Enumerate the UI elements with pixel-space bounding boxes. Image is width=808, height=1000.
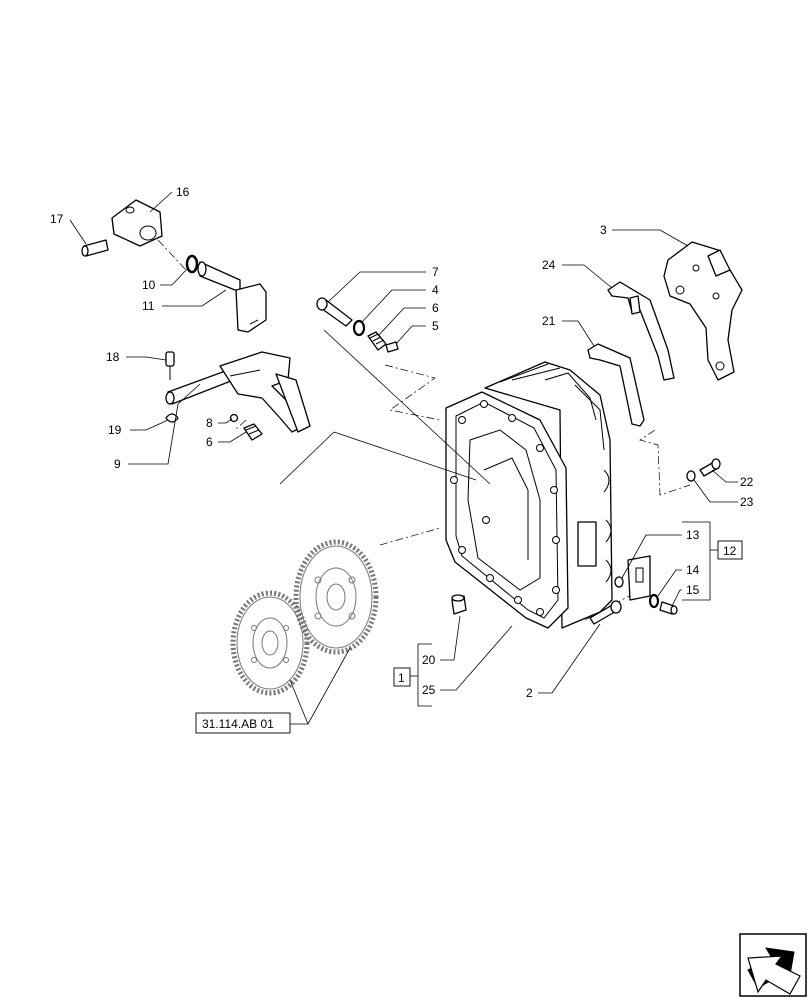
- callout-7: 7: [432, 265, 439, 279]
- part-14-ring: [648, 593, 660, 609]
- callout-16: 16: [176, 185, 190, 199]
- callout-13: 13: [686, 528, 700, 542]
- part-20-plug: [451, 594, 467, 615]
- gear-small: [230, 590, 310, 696]
- boxed-callout-12: 12: [717, 540, 743, 560]
- boxed-callout-1: 1: [393, 667, 411, 687]
- callout-12: 12: [723, 544, 737, 558]
- gear-large: [293, 539, 379, 655]
- part-7-bolt: [316, 297, 353, 327]
- callout-21: 21: [542, 314, 556, 328]
- part-17-pin: [81, 239, 109, 257]
- callout-25: 25: [422, 683, 436, 697]
- callout-9: 9: [114, 457, 121, 471]
- part-5-pin: [385, 341, 399, 353]
- callout-labels: 16 17 10 11 7 4 6 5 18 19 9 8 6 3 24 21 …: [50, 185, 754, 700]
- callout-6-lower: 6: [206, 435, 213, 449]
- next-page-arrow-icon[interactable]: [739, 933, 807, 997]
- callout-23: 23: [740, 495, 754, 509]
- callout-4: 4: [432, 283, 439, 297]
- callout-8: 8: [206, 416, 213, 430]
- callout-14: 14: [686, 563, 700, 577]
- part-11-shaft-lever: [197, 261, 267, 333]
- part-10-snap-ring: [185, 254, 199, 274]
- callout-22: 22: [740, 475, 754, 489]
- callout-11: 11: [142, 299, 155, 313]
- callout-5: 5: [432, 319, 439, 333]
- part-18-screw: [165, 351, 175, 380]
- part-6-spring-upper: [367, 331, 387, 351]
- part-21-bracket: [587, 343, 645, 427]
- part-13-washer: [614, 576, 624, 588]
- callout-20: 20: [422, 653, 436, 667]
- housing-casing: [445, 361, 613, 629]
- callout-6-upper: 6: [432, 301, 439, 315]
- part-22-bolt: [699, 458, 721, 477]
- callout-17: 17: [50, 212, 64, 226]
- leader-lines: [69, 191, 738, 725]
- part-8-ball: [229, 413, 239, 423]
- reference-link[interactable]: 31.114.AB 01: [195, 712, 291, 734]
- part-16-bracket: [111, 199, 163, 247]
- callout-24: 24: [542, 258, 556, 272]
- callout-19: 19: [108, 423, 122, 437]
- part-12-plate: [627, 555, 651, 601]
- part-9-shift-fork: [165, 351, 311, 433]
- part-24-bracket: [607, 281, 675, 381]
- part-15-screw: [659, 601, 678, 615]
- part-2-long-bolt: [589, 600, 622, 625]
- callout-18: 18: [106, 350, 120, 364]
- part-3-plate: [663, 241, 743, 381]
- callout-10: 10: [142, 278, 156, 292]
- callout-3: 3: [600, 223, 607, 237]
- callout-1: 1: [398, 671, 405, 685]
- part-23-washer: [686, 470, 696, 482]
- reference-label[interactable]: 31.114.AB 01: [202, 717, 274, 731]
- callout-15: 15: [686, 583, 700, 597]
- callout-2: 2: [526, 686, 533, 700]
- part-4-washer: [352, 319, 366, 337]
- part-6-spring-lower: [243, 423, 263, 441]
